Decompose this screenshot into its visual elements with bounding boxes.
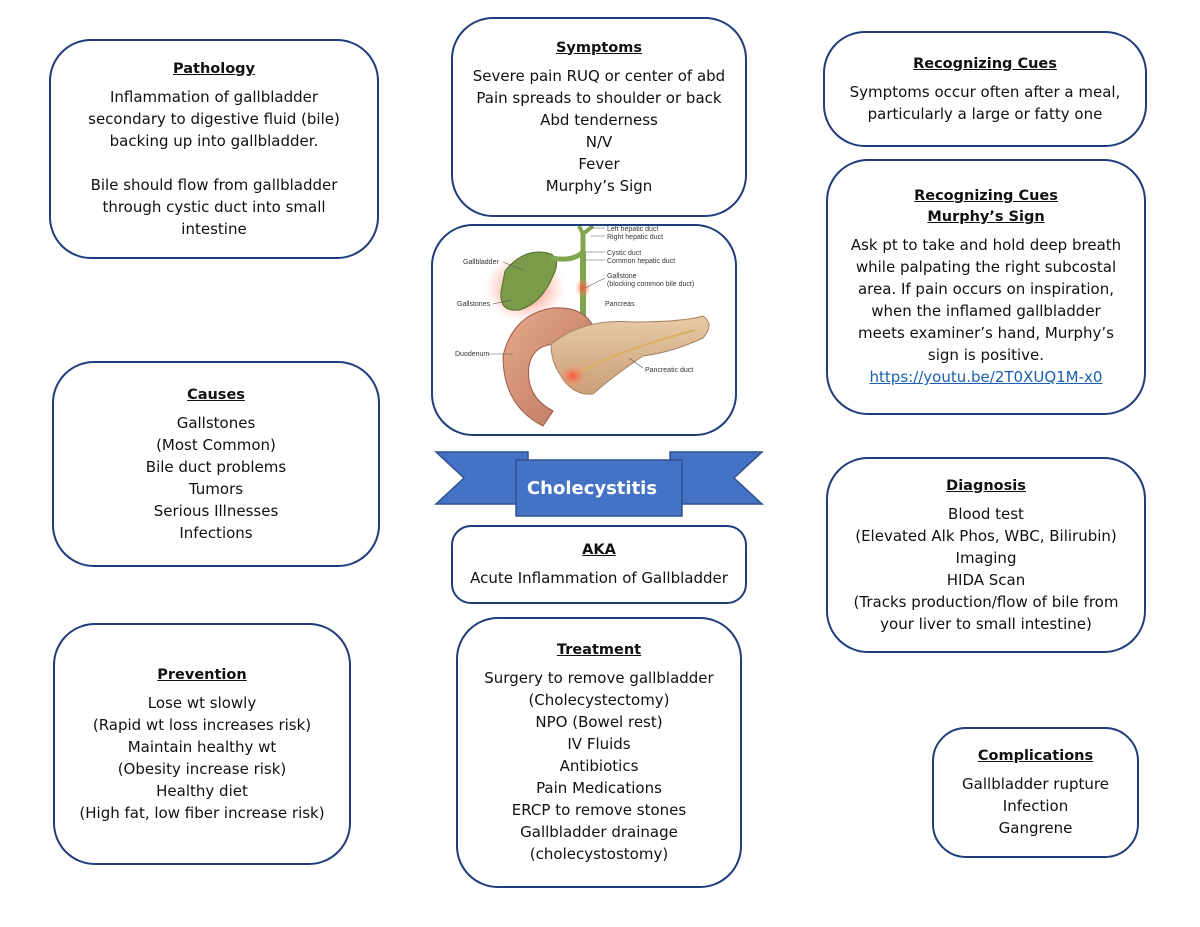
prevention-line: Maintain healthy wt bbox=[127, 737, 277, 756]
murphys-sign-line: area. If pain occurs on inspiration, bbox=[857, 280, 1115, 298]
banner-left-tail bbox=[434, 451, 529, 505]
aka-line: Acute Inflammation of Gallbladder bbox=[470, 569, 728, 587]
prevention-line: (High fat, low fiber increase risk) bbox=[79, 803, 325, 822]
diagnosis-line: Blood test bbox=[948, 504, 1024, 523]
banner-right-tail bbox=[669, 451, 764, 505]
pathology-line: Bile should flow from gallbladder bbox=[90, 175, 338, 194]
causes-line: Infections bbox=[179, 523, 253, 542]
aka-box: AKA Acute Inflammation of Gallbladder bbox=[451, 525, 747, 604]
treatment-line: Antibiotics bbox=[559, 757, 639, 775]
diagnosis-line: HIDA Scan bbox=[946, 570, 1026, 589]
complications-line: Gangrene bbox=[998, 819, 1073, 837]
treatment-title: Treatment bbox=[556, 642, 642, 658]
label-gallstones: Gallstones bbox=[457, 301, 491, 308]
symptoms-line: Severe pain RUQ or center of abd bbox=[472, 66, 726, 85]
complications-line: Gallbladder rupture bbox=[962, 775, 1109, 793]
murphys-sign-title: Recognizing Cues Murphy’s Sign bbox=[914, 186, 1058, 228]
aka-title: AKA bbox=[582, 542, 616, 558]
label-cystic-duct: Cystic duct bbox=[607, 250, 641, 257]
diagnosis-line: Imaging bbox=[955, 548, 1017, 567]
pathology-line: through cystic duct into small bbox=[102, 197, 326, 216]
diagnosis-line: (Tracks production/flow of bile from bbox=[853, 592, 1119, 611]
pathology-title: Pathology bbox=[172, 60, 255, 77]
prevention-line: (Rapid wt loss increases risk) bbox=[92, 715, 312, 734]
pathology-line: backing up into gallbladder. bbox=[109, 131, 319, 150]
symptoms-line: N/V bbox=[585, 132, 613, 151]
prevention-box: Prevention Lose wt slowly (Rapid wt loss… bbox=[53, 623, 351, 865]
complications-box: Complications Gallbladder rupture Infect… bbox=[932, 727, 1139, 858]
symptoms-line: Murphy’s Sign bbox=[545, 176, 653, 195]
label-gallbladder: Gallbladder bbox=[463, 259, 499, 266]
diagnosis-line: (Elevated Alk Phos, WBC, Bilirubin) bbox=[855, 526, 1117, 545]
causes-line: (Most Common) bbox=[156, 435, 276, 454]
murphys-sign-heading: Recognizing Cues bbox=[914, 188, 1058, 204]
gallbladder-anatomy-illustration: Left hepatic duct Right hepatic duct Cys… bbox=[455, 226, 710, 427]
ampulla-glow bbox=[559, 364, 587, 388]
cystic-duct-shape bbox=[550, 234, 586, 262]
label-gallstone-note: (blocking common bile duct) bbox=[607, 281, 694, 288]
treatment-line: (Cholecystectomy) bbox=[528, 691, 670, 709]
label-gallstone: Gallstone bbox=[607, 273, 637, 280]
treatment-line: NPO (Bowel rest) bbox=[535, 713, 663, 731]
treatment-box: Treatment Surgery to remove gallbladder … bbox=[456, 617, 742, 888]
treatment-line: Gallbladder drainage bbox=[520, 823, 678, 841]
murphys-sign-line: sign is positive. bbox=[927, 346, 1045, 364]
gallstone-glow bbox=[575, 278, 591, 298]
recognizing-cues-line: Symptoms occur often after a meal, bbox=[849, 82, 1121, 101]
label-duodenum: Duodenum bbox=[455, 351, 489, 358]
prevention-line: (Obesity increase risk) bbox=[117, 759, 287, 778]
murphys-sign-line: Ask pt to take and hold deep breath bbox=[850, 236, 1122, 254]
prevention-line: Lose wt slowly bbox=[147, 693, 257, 712]
murphys-sign-box: Recognizing Cues Murphy’s Sign Ask pt to… bbox=[826, 159, 1146, 415]
pathology-line: intestine bbox=[181, 219, 247, 238]
pathology-line: secondary to digestive fluid (bile) bbox=[88, 109, 340, 128]
diagnosis-line: your liver to small intestine) bbox=[880, 614, 1092, 633]
murphys-sign-video-link[interactable]: https://youtu.be/2T0XUQ1M-x0 bbox=[869, 368, 1103, 386]
murphys-sign-line: meets examiner’s hand, Murphy’s bbox=[858, 324, 1114, 342]
label-pancreas: Pancreas bbox=[605, 301, 635, 308]
treatment-line: Pain Medications bbox=[536, 779, 662, 797]
murphys-sign-line: when the inflamed gallbladder bbox=[871, 302, 1101, 320]
causes-line: Bile duct problems bbox=[145, 457, 287, 476]
treatment-line: ERCP to remove stones bbox=[511, 801, 687, 819]
banner-center bbox=[515, 459, 683, 517]
label-left-hepatic-duct: Left hepatic duct bbox=[607, 226, 658, 233]
treatment-line: Surgery to remove gallbladder bbox=[484, 669, 714, 687]
label-common-hepatic-duct: Common hepatic duct bbox=[607, 258, 675, 265]
pathology-box: Pathology Inflammation of gallbladder se… bbox=[49, 39, 379, 259]
label-right-hepatic-duct: Right hepatic duct bbox=[607, 234, 663, 241]
pathology-line: Inflammation of gallbladder bbox=[109, 87, 319, 106]
symptoms-box: Symptoms Severe pain RUQ or center of ab… bbox=[451, 17, 747, 217]
causes-box: Causes Gallstones (Most Common) Bile duc… bbox=[52, 361, 380, 567]
murphys-sign-line: while palpating the right subcostal bbox=[855, 258, 1117, 276]
leader-lines bbox=[489, 227, 644, 369]
hepatic-ducts-shape bbox=[577, 226, 595, 236]
symptoms-line: Abd tenderness bbox=[540, 110, 658, 129]
recognizing-cues-title: Recognizing Cues bbox=[913, 55, 1057, 72]
banner-label: Cholecystitis bbox=[526, 478, 658, 499]
prevention-line: Healthy diet bbox=[156, 781, 248, 800]
symptoms-title: Symptoms bbox=[555, 39, 643, 56]
symptoms-line: Pain spreads to shoulder or back bbox=[476, 88, 722, 107]
murphys-sign-subheading: Murphy’s Sign bbox=[927, 209, 1045, 225]
treatment-line: (cholecystostomy) bbox=[529, 845, 669, 863]
recognizing-cues-box: Recognizing Cues Symptoms occur often af… bbox=[823, 31, 1147, 147]
label-pancreatic-duct: Pancreatic duct bbox=[645, 367, 693, 374]
causes-line: Gallstones bbox=[176, 413, 256, 432]
prevention-title: Prevention bbox=[157, 666, 247, 683]
causes-title: Causes bbox=[187, 386, 245, 403]
causes-line: Tumors bbox=[188, 479, 244, 498]
diagnosis-title: Diagnosis bbox=[946, 477, 1026, 494]
diagnosis-box: Diagnosis Blood test (Elevated Alk Phos,… bbox=[826, 457, 1146, 653]
treatment-line: IV Fluids bbox=[567, 735, 631, 753]
symptoms-line: Fever bbox=[578, 154, 620, 173]
anatomy-illustration-box: Left hepatic duct Right hepatic duct Cys… bbox=[431, 224, 737, 436]
causes-line: Serious Illnesses bbox=[153, 501, 279, 520]
complications-line: Infection bbox=[1002, 797, 1069, 815]
recognizing-cues-line: particularly a large or fatty one bbox=[867, 104, 1103, 123]
title-banner bbox=[434, 451, 764, 517]
complications-title: Complications bbox=[977, 748, 1094, 764]
